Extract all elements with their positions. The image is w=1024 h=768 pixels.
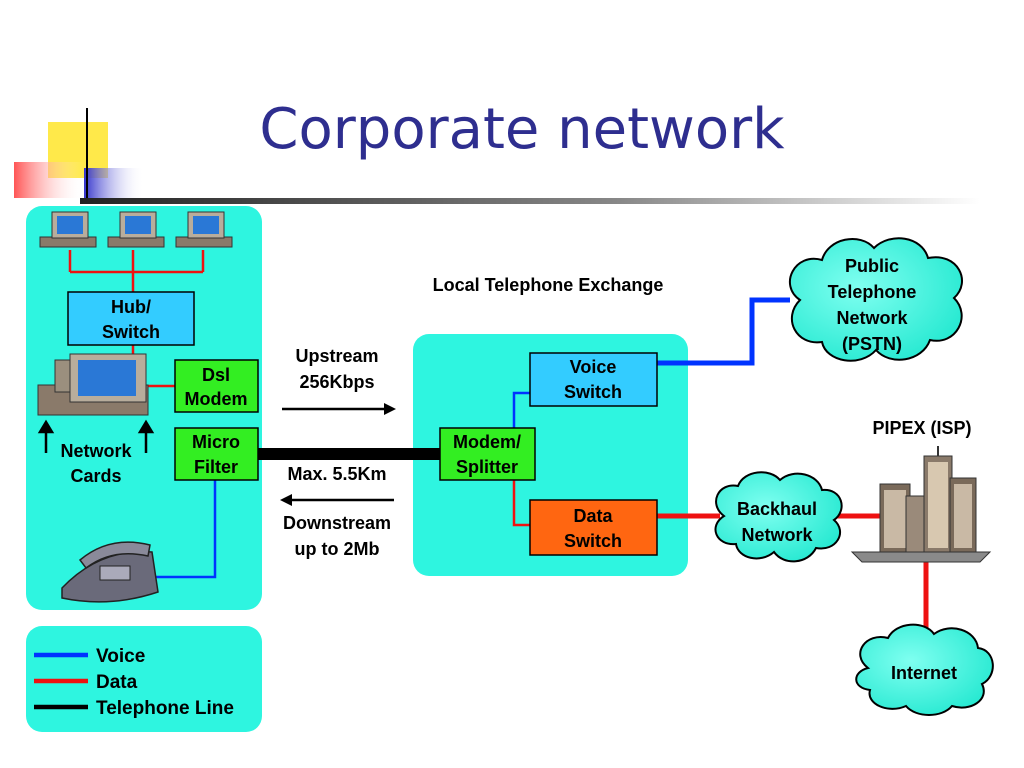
voice-switch-label-2: Switch <box>564 382 622 402</box>
upstream-arrow <box>282 403 396 415</box>
backhaul-label-2: Network <box>741 525 813 545</box>
data-switch-label-1: Data <box>573 506 613 526</box>
hub-label-1: Hub/ <box>111 297 151 317</box>
dsl-modem-box <box>174 359 259 413</box>
backhaul-label-1: Backhaul <box>737 499 817 519</box>
internet-label: Internet <box>891 663 957 683</box>
data-switch-label-2: Switch <box>564 531 622 551</box>
modem-splitter-label-2: Splitter <box>456 457 518 477</box>
splitter-data-line <box>512 480 530 527</box>
phone-line <box>150 480 217 579</box>
modem-splitter-box <box>439 427 536 481</box>
corner-decoration <box>14 108 144 202</box>
network-card-arrows <box>37 419 155 453</box>
pstn-label-4: (PSTN) <box>842 334 902 354</box>
page-title: Corporate network <box>259 97 785 162</box>
voice-switch-box <box>529 352 658 407</box>
modem-splitter-label-1: Modem/ <box>453 432 521 452</box>
legend: Voice Data Telephone Line <box>34 646 234 719</box>
splitter-voice-line <box>512 391 530 428</box>
dsl-modem-label-2: Modem <box>185 389 248 409</box>
hub-switch-box <box>67 291 195 346</box>
network-cards-label-1: Network <box>60 441 132 461</box>
voice-switch-label-1: Voice <box>570 357 617 377</box>
upstream-label-2: 256Kbps <box>299 372 374 392</box>
legend-label-data: Data <box>96 672 138 693</box>
legend-label-voice: Voice <box>96 646 145 667</box>
main-computer-icon <box>37 353 149 416</box>
title-rule <box>80 198 980 204</box>
pstn-cloud <box>788 237 963 362</box>
pstn-label-2: Telephone <box>828 282 917 302</box>
computer-icon <box>107 211 165 248</box>
hub-label-2: Switch <box>102 322 160 342</box>
micro-filter-label-1: Micro <box>192 432 240 452</box>
computer-icon <box>39 211 97 248</box>
data-switch-box <box>529 499 658 556</box>
backhaul-cloud <box>714 471 843 563</box>
distance-label: Max. 5.5Km <box>287 464 386 484</box>
legend-swatches <box>34 652 88 710</box>
internet-cloud <box>855 623 994 716</box>
isp-building-icon <box>850 446 992 563</box>
telephone-icon <box>61 541 159 603</box>
voice-pstn-line <box>657 297 790 366</box>
upstream-label-1: Upstream <box>295 346 378 366</box>
micro-filter-label-2: Filter <box>194 457 238 477</box>
network-cards-label-2: Cards <box>70 466 121 486</box>
legend-label-telephone-line: Telephone Line <box>96 698 234 719</box>
micro-filter-box <box>174 427 259 481</box>
downstream-arrow <box>280 494 394 506</box>
pstn-label-1: Public <box>845 256 899 276</box>
computer-icon <box>175 211 233 248</box>
downstream-label-2: up to 2Mb <box>295 539 380 559</box>
red-square <box>14 162 84 198</box>
exchange-label: Local Telephone Exchange <box>433 275 664 295</box>
pstn-label-3: Network <box>836 308 908 328</box>
dsl-modem-label-1: Dsl <box>202 365 230 385</box>
downstream-label-1: Downstream <box>283 513 391 533</box>
blue-square <box>84 168 144 200</box>
isp-label: PIPEX (ISP) <box>872 418 971 438</box>
